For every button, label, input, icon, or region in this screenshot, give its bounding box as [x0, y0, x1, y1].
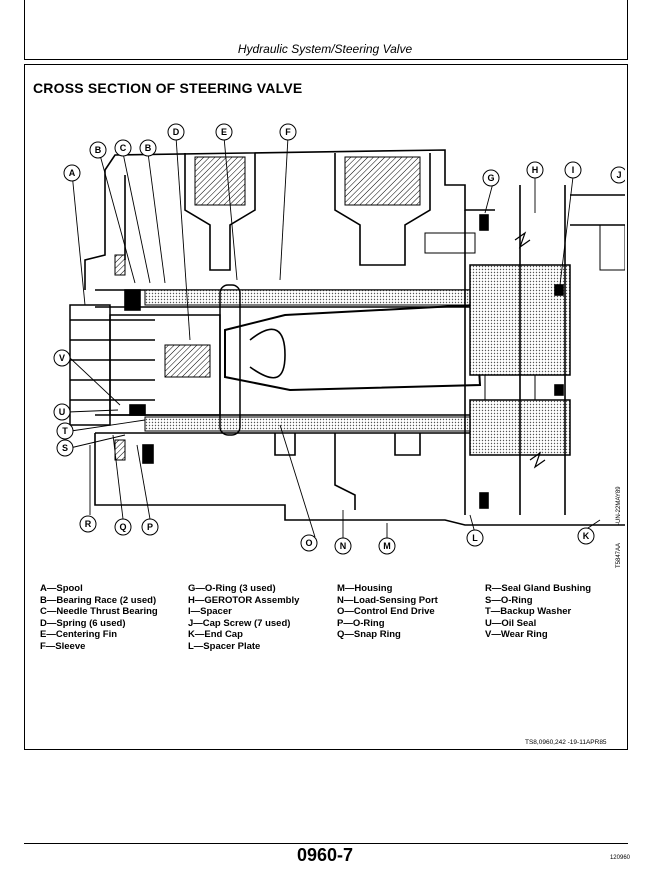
reference-code: TS8,0960,242 -19-11APR85 — [525, 739, 607, 746]
callout-i: I — [572, 165, 575, 175]
page-number: 0960-7 — [296, 845, 354, 865]
legend-item: I—Spacer — [188, 606, 232, 618]
section-title: CROSS SECTION OF STEERING VALVE — [33, 80, 303, 96]
legend-col-2: G—O-Ring (3 used) H—GEROTOR Assembly I—S… — [188, 583, 299, 653]
legend-item: R—Seal Gland Bushing — [485, 583, 592, 594]
header-rule — [24, 59, 628, 60]
callout-v: V — [59, 353, 65, 363]
legend-item: E—Centering Fin — [40, 629, 118, 641]
legend-item: P—O-Ring — [337, 617, 385, 629]
side-code-1: -UN-22MAY89 — [616, 486, 622, 525]
callout-c: C — [120, 143, 127, 153]
legend-item: Q—Snap Ring — [337, 629, 401, 641]
callout-j: J — [616, 170, 621, 180]
callout-b: B — [95, 145, 102, 155]
legend-col-3: M—Housing N—Load-Sensing Port O—Control … — [337, 583, 438, 641]
callout-h: H — [532, 165, 539, 175]
legend-item: F—Sleeve — [40, 640, 86, 652]
steering-valve-cross-section: A B C B D E F G H I J V U T S R Q P O N … — [53, 123, 625, 555]
left-rule-top — [24, 0, 25, 60]
callout-a: A — [69, 168, 76, 178]
legend-item: U—Oil Seal — [485, 617, 537, 629]
callout-r: R — [85, 519, 92, 529]
legend-item: C—Needle Thrust Bearing — [40, 606, 158, 618]
side-code-2: T5847AA — [616, 542, 622, 568]
legend-item: B—Bearing Race (2 used) — [40, 594, 157, 606]
callout-u: U — [59, 407, 66, 417]
legend-item: M—Housing — [337, 583, 393, 594]
legend-item: S—O-Ring — [485, 594, 533, 606]
callout-m: M — [383, 541, 391, 551]
legend-col-1: A—Spool B—Bearing Race (2 used) C—Needle… — [40, 583, 158, 653]
callout-g: G — [487, 173, 494, 183]
legend-item: O—Control End Drive — [337, 606, 435, 618]
legend-item: N—Load-Sensing Port — [337, 594, 438, 606]
callout-b-2: B — [145, 143, 152, 153]
legend-item: H—GEROTOR Assembly — [188, 594, 300, 606]
callout-l: L — [472, 533, 478, 543]
page-header-title: Hydraulic System/Steering Valve — [237, 42, 413, 56]
legend-col-4: R—Seal Gland Bushing S—O-Ring T—Backup W… — [485, 583, 591, 641]
callout-q: Q — [119, 522, 126, 532]
page-code: 120960 — [609, 855, 630, 861]
figure-frame — [24, 64, 628, 750]
callout-d: D — [173, 127, 180, 137]
footer-rule — [24, 843, 628, 844]
callout-f: F — [285, 127, 291, 137]
callout-k: K — [583, 531, 590, 541]
legend-item: V—Wear Ring — [485, 629, 548, 641]
legend-item: K—End Cap — [188, 629, 243, 641]
callout-o: O — [305, 538, 312, 548]
legend-item: A—Spool — [40, 583, 83, 594]
legend-item: G—O-Ring (3 used) — [188, 583, 276, 594]
legend-item: D—Spring (6 used) — [40, 617, 126, 629]
legend-item: L—Spacer Plate — [188, 640, 261, 652]
callout-p: P — [147, 522, 153, 532]
callout-n: N — [340, 541, 347, 551]
legend-item: J—Cap Screw (7 used) — [188, 617, 291, 629]
right-rule-top — [627, 0, 628, 60]
callout-s: S — [62, 443, 68, 453]
callout-t: T — [62, 426, 68, 436]
legend-item: T—Backup Washer — [485, 606, 572, 618]
callout-e: E — [221, 127, 227, 137]
